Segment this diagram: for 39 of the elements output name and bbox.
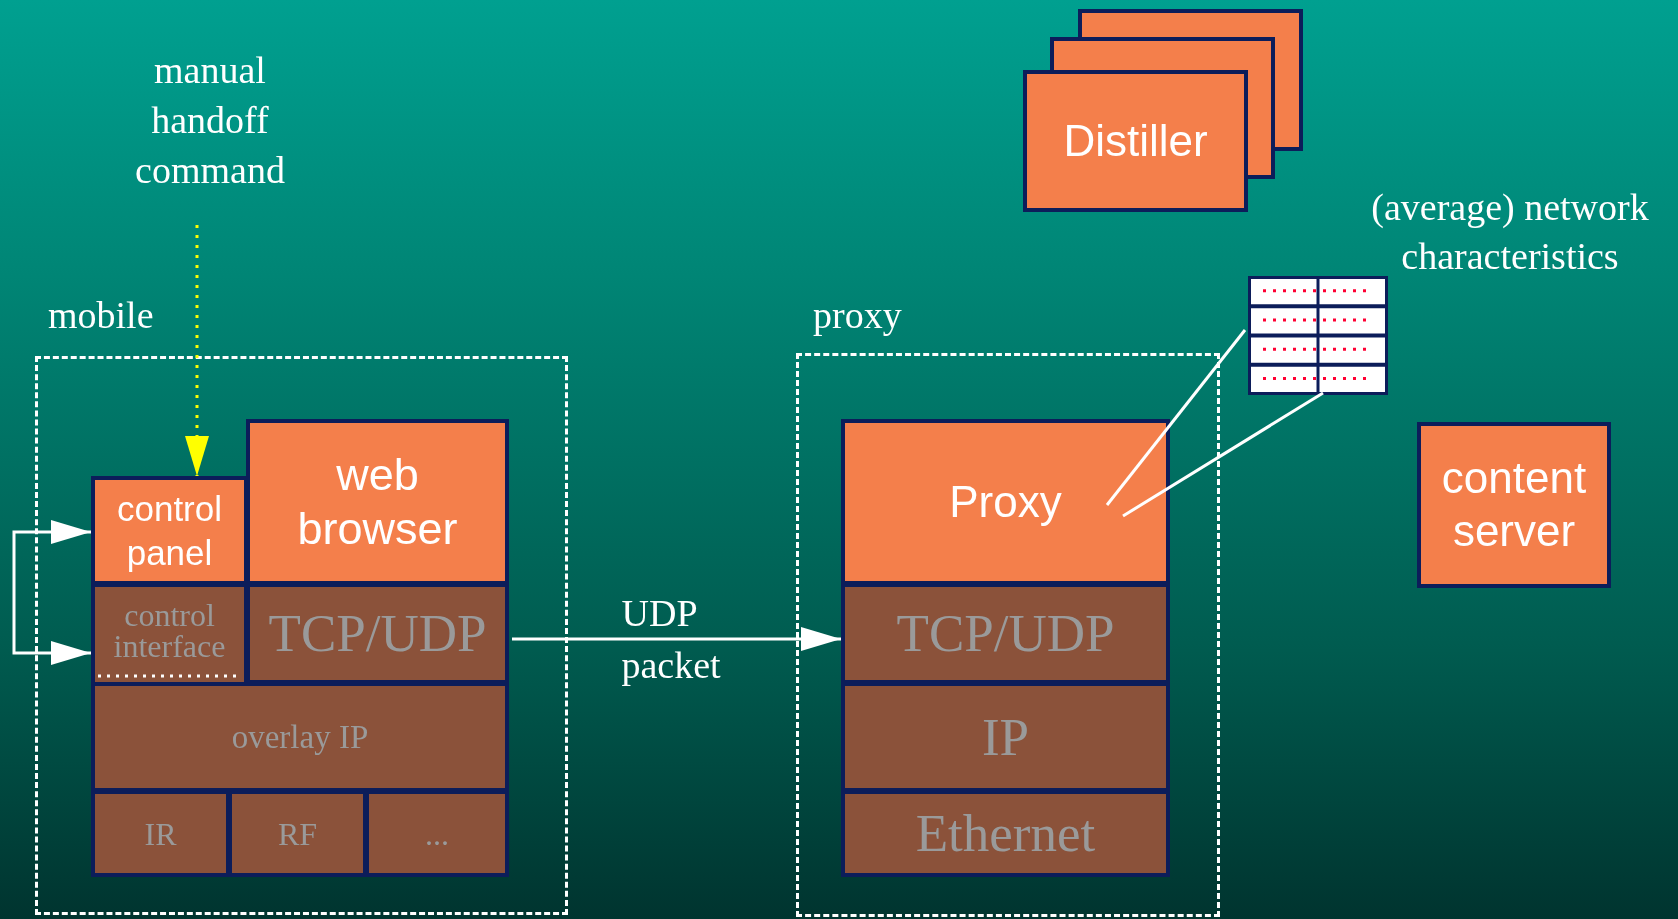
edge-label: UDP packet xyxy=(621,591,722,688)
leader-line xyxy=(1122,391,1324,518)
box-label: TCP/UDP xyxy=(896,607,1115,660)
box-label: IR xyxy=(144,817,177,850)
layer-box xyxy=(841,790,1170,877)
layer-box xyxy=(841,682,1170,792)
process-box xyxy=(1417,422,1611,588)
box-label: Ethernet xyxy=(915,807,1096,860)
layer-box xyxy=(841,583,1170,684)
note-text: manual handoff command xyxy=(134,47,286,194)
box-label: RF xyxy=(277,817,318,850)
box-label: content server xyxy=(1440,452,1588,557)
arrow xyxy=(512,627,841,651)
box-label: control interface xyxy=(112,600,227,661)
layer-box xyxy=(228,790,367,877)
layer-box xyxy=(91,583,248,684)
box-label: TCP/UDP xyxy=(268,607,487,660)
process-box xyxy=(91,476,248,585)
box-label: Distiller xyxy=(1062,115,1209,167)
process-box xyxy=(246,419,509,585)
layer-box xyxy=(91,682,509,792)
leader-line xyxy=(1105,329,1247,506)
process-box xyxy=(841,419,1170,585)
layer-box xyxy=(91,790,230,877)
box-label: control panel xyxy=(115,487,224,574)
arrow xyxy=(185,225,209,476)
card-stack-drawing xyxy=(1023,9,1305,212)
caption-text: (average) network characteristics xyxy=(1370,185,1650,280)
box-label: web browser xyxy=(296,448,459,556)
group-label: proxy xyxy=(813,296,902,334)
group-label: mobile xyxy=(48,296,154,334)
layer-box xyxy=(365,790,509,877)
box-label: IP xyxy=(981,710,1030,764)
box-label: overlay IP xyxy=(231,720,369,754)
arrow xyxy=(12,520,91,665)
layer-box xyxy=(246,583,509,684)
box-label: Proxy xyxy=(949,475,1062,528)
table-drawing xyxy=(1248,276,1388,393)
box-label: ... xyxy=(425,817,449,850)
